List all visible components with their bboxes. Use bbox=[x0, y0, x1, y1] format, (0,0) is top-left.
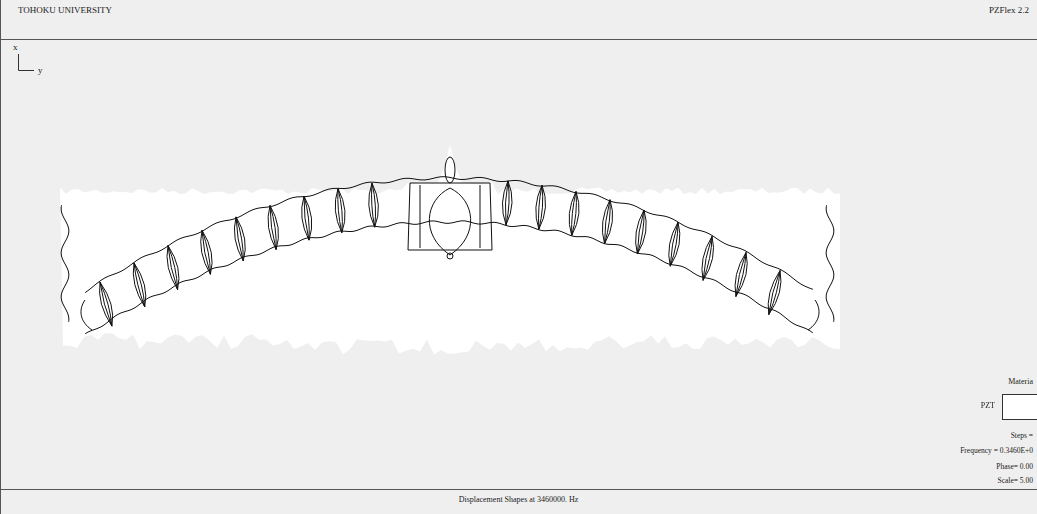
parameter-text: Steps = bbox=[1011, 432, 1033, 440]
cell-boundary bbox=[100, 282, 113, 326]
footer-rule bbox=[0, 489, 1037, 490]
cell-boundary bbox=[236, 217, 245, 261]
arch-end bbox=[81, 300, 819, 330]
cell-boundary bbox=[703, 236, 713, 280]
cell-boundary bbox=[670, 222, 680, 266]
cell-boundary bbox=[506, 181, 512, 225]
center-spike bbox=[445, 157, 455, 183]
cell-boundary bbox=[304, 196, 309, 240]
axis-label: y bbox=[38, 66, 43, 76]
cell-boundary bbox=[736, 252, 746, 296]
cell-boundary bbox=[338, 189, 342, 233]
cell-boundary bbox=[636, 210, 644, 254]
side-wall bbox=[61, 205, 69, 322]
cell-boundary bbox=[769, 271, 781, 315]
cell-boundary bbox=[133, 263, 144, 307]
cell-boundary bbox=[605, 200, 613, 244]
cell-boundary bbox=[168, 246, 178, 290]
cell-boundary bbox=[372, 183, 375, 227]
side-wall bbox=[826, 205, 834, 322]
cell-boundary bbox=[168, 246, 178, 290]
cell-boundary bbox=[572, 191, 577, 235]
parameter-text: Scale= 5.00 bbox=[998, 477, 1033, 485]
legend-swatch bbox=[1002, 394, 1037, 420]
deformed-arch bbox=[61, 157, 834, 334]
cell-boundary bbox=[637, 210, 646, 254]
parameter-text: Phase= 0.00 bbox=[996, 463, 1033, 471]
axis-symbol bbox=[19, 54, 35, 71]
legend-text: PZT bbox=[981, 402, 995, 411]
cell-boundary bbox=[100, 282, 112, 326]
arch-edge bbox=[85, 177, 813, 293]
cell-boundary bbox=[168, 246, 179, 290]
cell-boundary bbox=[605, 200, 610, 244]
cell-boundary bbox=[202, 230, 212, 274]
cell-boundary bbox=[338, 189, 345, 233]
cell-boundary bbox=[270, 206, 279, 250]
cell-boundary bbox=[572, 191, 579, 235]
cell-boundary bbox=[539, 185, 546, 229]
cell-boundary bbox=[703, 236, 712, 280]
center-mode bbox=[420, 185, 480, 248]
cell-boundary bbox=[134, 263, 145, 307]
cell-boundary bbox=[304, 196, 312, 240]
cell-boundary bbox=[369, 183, 375, 227]
cell-boundary bbox=[304, 196, 309, 240]
cell-boundary bbox=[703, 236, 712, 280]
cell-boundary bbox=[134, 263, 146, 307]
arch-edge bbox=[85, 221, 813, 334]
institution-name: TOHOKU UNIVERSITY bbox=[18, 6, 112, 16]
cell-boundary bbox=[100, 282, 112, 326]
center-node bbox=[447, 253, 453, 259]
cell-boundary bbox=[99, 282, 111, 326]
cell-boundary bbox=[372, 183, 378, 227]
center-block bbox=[408, 183, 492, 250]
cell-boundary bbox=[234, 217, 243, 261]
frame-edge bbox=[0, 0, 1, 514]
parameter-text: Frequency = 0.3460E+0 bbox=[960, 447, 1033, 455]
header-rule bbox=[0, 39, 1037, 40]
cell-boundary bbox=[536, 185, 542, 229]
cell-boundary bbox=[736, 252, 747, 296]
cell-boundary bbox=[669, 222, 678, 266]
axis-label: x bbox=[13, 43, 18, 53]
cell-boundary bbox=[268, 206, 276, 250]
center-mode bbox=[429, 188, 470, 255]
legend-heading: Materia bbox=[1008, 378, 1033, 387]
caption: Displacement Shapes at 3460000. Hz bbox=[0, 496, 1037, 505]
cell-boundary bbox=[769, 271, 780, 315]
cell-boundary bbox=[736, 252, 746, 296]
cell-boundary bbox=[769, 271, 780, 315]
software-name: PZFlex 2.2 bbox=[989, 6, 1029, 16]
cell-boundary bbox=[302, 196, 309, 240]
field-region bbox=[60, 145, 840, 355]
cell-boundary bbox=[134, 263, 145, 307]
cell-boundary bbox=[768, 271, 780, 315]
cell-boundary bbox=[602, 200, 610, 244]
